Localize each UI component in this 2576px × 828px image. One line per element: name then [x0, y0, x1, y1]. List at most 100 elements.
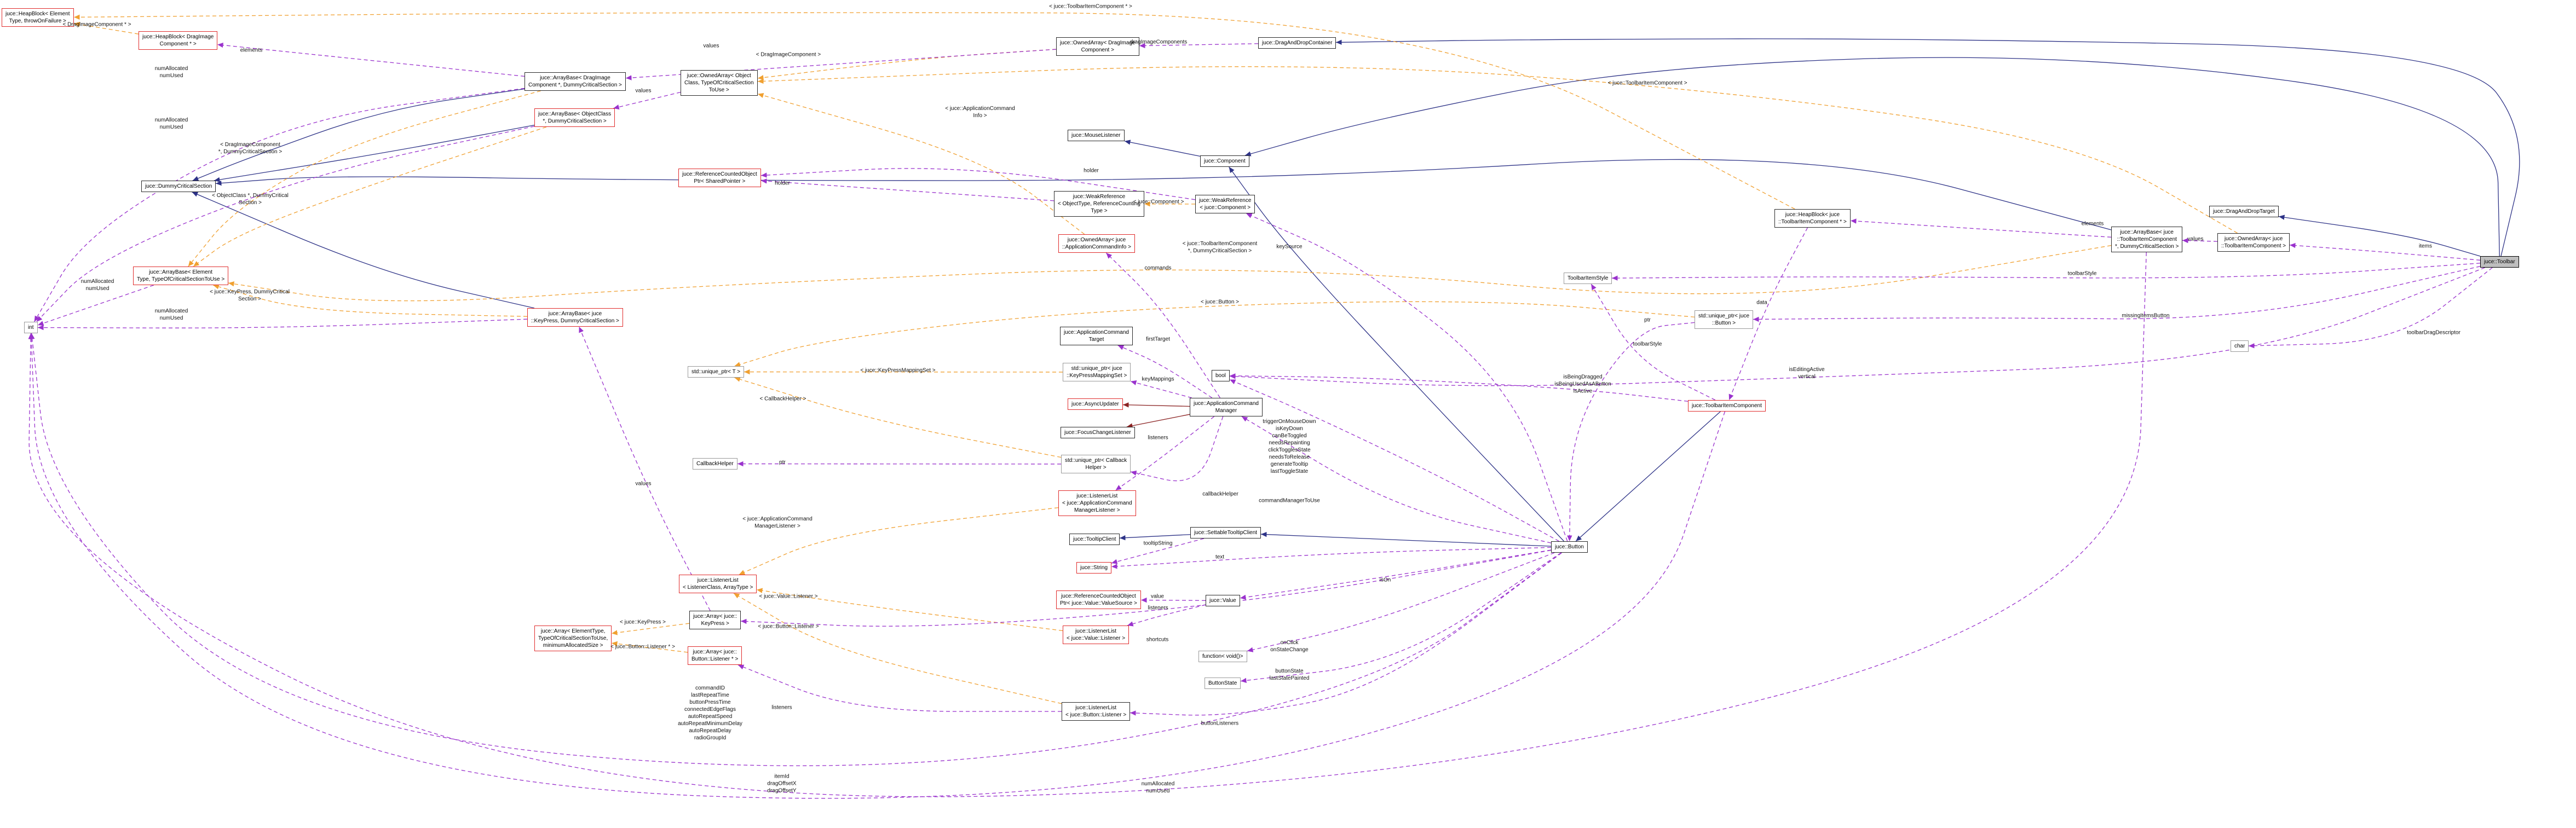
- edge-template-up_button-up_t: [734, 301, 1695, 367]
- class-node-appcmdmgr[interactable]: juce::ApplicationCommand Manager: [1190, 398, 1263, 416]
- class-node-array_bl[interactable]: juce::Array< juce:: Button::Listener * >: [688, 646, 742, 665]
- edge-private-appcmdmgr-focuschange: [1126, 414, 1190, 429]
- edge-usage-appcmdmgr-appcmdtarget: [1117, 345, 1213, 398]
- class-node-rcop_shared[interactable]: juce::ReferenceCountedObject Ptr< Shared…: [678, 169, 761, 187]
- edge-usage-toolbar-char_box: [2248, 267, 2493, 349]
- edge-label-wr_comp-rcop_shared: holder: [1084, 167, 1099, 174]
- edge-usage-value_box-rcop_vs: [1140, 597, 1206, 603]
- edge-label-dadc-oa_dragimg: dragImageComponents: [1129, 39, 1188, 45]
- class-node-oa_tbitem[interactable]: juce::OwnedArray< juce ::ToolbarItemComp…: [2217, 233, 2290, 252]
- edge-usage-ab_tbitem-int_box: [28, 252, 2147, 797]
- class-node-oa_dragimg[interactable]: juce::OwnedArray< DragImage Component >: [1056, 37, 1139, 56]
- class-node-dadt[interactable]: juce::DragAndDropTarget: [2209, 206, 2279, 217]
- class-node-focuschange[interactable]: juce::FocusChangeListener: [1061, 427, 1135, 438]
- class-node-char_box[interactable]: char: [2231, 340, 2249, 352]
- class-node-oa_appcmdinfo[interactable]: juce::OwnedArray< juce ::ApplicationComm…: [1058, 234, 1135, 253]
- class-node-hb_tbitem[interactable]: juce::HeapBlock< juce ::ToolbarItemCompo…: [1774, 209, 1851, 228]
- edge-label-toolbar-up_button: missingItemsButton: [2122, 312, 2170, 319]
- edge-template-oa_tbitem-oa_obj: [757, 66, 2238, 234]
- edge-label-button-wr_comp: keySource: [1276, 244, 1303, 250]
- class-node-tbitemcomp[interactable]: juce::ToolbarItemComponent: [1688, 400, 1766, 412]
- edge-label-up_button-up_t: < juce::Button >: [1200, 299, 1240, 305]
- edge-label-ab_tbitem-ab_elem: < juce::ToolbarItemComponent *, DummyCri…: [1182, 241, 1258, 254]
- edge-usage-button-wr_comp: [1246, 213, 1568, 542]
- edge-label-ab_tbitem-hb_tbitem: elements: [2081, 221, 2104, 227]
- edge-template-ll_bl-ll_generic: [733, 593, 1062, 704]
- class-node-array_elemtype[interactable]: juce::Array< ElementType, TypeOfCritical…: [534, 626, 612, 651]
- class-node-up_kpms[interactable]: std::unique_ptr< juce ::KeyPressMappingS…: [1063, 363, 1131, 381]
- edge-label-ll_acml-ll_generic: < juce::ApplicationCommand ManagerListen…: [742, 516, 812, 529]
- edge-label-value_box-ll_vl: listeners: [1148, 605, 1168, 611]
- class-node-button[interactable]: juce::Button: [1551, 541, 1588, 553]
- class-node-bool_box[interactable]: bool: [1212, 370, 1230, 381]
- edge-label-button-ll_bl: buttonListeners: [1201, 720, 1239, 727]
- edge-usage-tbitemcomp-int_box: [28, 333, 1726, 799]
- class-node-array_keypress[interactable]: juce::Array< juce:: KeyPress >: [689, 611, 741, 629]
- edge-usage-button-function_void: [1247, 552, 1555, 652]
- class-node-int_box[interactable]: int: [24, 322, 38, 333]
- class-node-ll_bl[interactable]: juce::ListenerList < juce::Button::Liste…: [1062, 702, 1131, 721]
- class-node-string_box[interactable]: juce::String: [1076, 562, 1112, 574]
- edge-label-button-array_keypress: shortcuts: [1146, 636, 1169, 643]
- edge-label-ab_obj-int_box: numAllocated numUsed: [154, 117, 188, 130]
- class-node-buttonstate[interactable]: ButtonState: [1205, 678, 1241, 689]
- class-node-settable[interactable]: juce::SettableTooltipClient: [1190, 527, 1261, 539]
- edge-usage-toolbar-up_button: [1753, 265, 2481, 322]
- class-node-ll_vl[interactable]: juce::ListenerList < juce::Value::Listen…: [1063, 626, 1129, 644]
- class-node-toolbar: juce::Toolbar: [2480, 256, 2519, 268]
- class-node-tooltipclient[interactable]: juce::TooltipClient: [1069, 534, 1120, 545]
- class-node-mouselistener[interactable]: juce::MouseListener: [1068, 130, 1125, 141]
- class-node-wr_comp[interactable]: juce::WeakReference < juce::Component >: [1195, 195, 1255, 213]
- edge-usage-appcmdmgr-ll_acml: [1115, 416, 1215, 491]
- class-node-hb_elem[interactable]: juce::HeapBlock< Element Type, throwOnFa…: [2, 8, 74, 27]
- edge-template-ab_obj-ab_elem: [193, 126, 547, 267]
- class-node-up_cbh[interactable]: std::unique_ptr< Callback Helper >: [1061, 455, 1131, 473]
- edge-template-hb_tbitem-hb_elem: [73, 12, 1795, 210]
- class-node-wr_generic[interactable]: juce::WeakReference < ObjectType, Refere…: [1054, 191, 1144, 217]
- edge-template-ab_keypress-ab_elem: [213, 284, 528, 317]
- class-node-ab_obj[interactable]: juce::ArrayBase< ObjectClass *, DummyCri…: [534, 108, 615, 127]
- class-node-dummycs[interactable]: juce::DummyCriticalSection: [141, 181, 216, 192]
- edge-label-value_box-rcop_vs: value: [1151, 593, 1164, 600]
- edge-label-appcmdmgr-up_kpms: keyMappings: [1142, 376, 1174, 383]
- class-node-hb_drag[interactable]: juce::HeapBlock< DragImage Component * >: [139, 31, 218, 50]
- class-node-ll_generic[interactable]: juce::ListenerList < ListenerClass, Arra…: [679, 575, 757, 593]
- class-node-component[interactable]: juce::Component: [1200, 155, 1249, 167]
- edge-label-up_button-button: ptr: [1644, 317, 1651, 323]
- class-node-ab_drag[interactable]: juce::ArrayBase< DragImage Component *, …: [525, 72, 626, 91]
- class-node-asyncupdater[interactable]: juce::AsyncUpdater: [1068, 398, 1123, 410]
- edge-usage-wr_comp-rcop_shared: [760, 168, 1196, 200]
- edge-label-ab_keypress-int_box: numAllocated numUsed: [154, 308, 188, 321]
- edge-label-tbitemcomp-int_box: itemId dragOffsetX dragOffsetY: [767, 773, 797, 794]
- class-node-dadc[interactable]: juce::DragAndDropContainer: [1258, 37, 1336, 49]
- edge-usage-button-int_box: [30, 333, 1562, 766]
- edge-label-button-string_box: text: [1215, 554, 1225, 560]
- class-node-function_void[interactable]: function< void()>: [1198, 651, 1247, 662]
- class-node-up_button[interactable]: std::unique_ptr< juce ::Button >: [1695, 310, 1754, 329]
- class-node-up_t[interactable]: std::unique_ptr< T >: [688, 366, 745, 378]
- edge-private-appcmdmgr-asyncupdater: [1122, 402, 1190, 408]
- edge-label-wr_comp-wr_generic: < juce::Component >: [1133, 199, 1184, 205]
- class-node-callbackhelper[interactable]: CallbackHelper: [693, 458, 737, 470]
- edge-usage-oa_obj-ab_obj: [613, 91, 681, 110]
- class-node-ab_keypress[interactable]: juce::ArrayBase< juce ::KeyPress, DummyC…: [527, 308, 623, 327]
- class-node-appcmdtarget[interactable]: juce::ApplicationCommand Target: [1060, 327, 1133, 345]
- edge-usage-appcmdmgr-oa_appcmdinfo: [1105, 252, 1221, 398]
- edge-template-ll_acml-ll_generic: [739, 507, 1059, 575]
- edge-label-appcmdmgr-appcmdtarget: firstTarget: [1146, 336, 1170, 343]
- edge-usage-appcmdmgr-up_cbh: [1130, 416, 1224, 482]
- class-node-ab_elem[interactable]: juce::ArrayBase< Element Type, TypeOfCri…: [133, 267, 229, 285]
- class-node-ll_acml[interactable]: juce::ListenerList < juce::ApplicationCo…: [1058, 490, 1136, 516]
- class-node-toolbaritemstyle[interactable]: ToolbarItemStyle: [1564, 273, 1612, 284]
- edge-label-array_bl-array_elemtype: < juce::Button::Listener * >: [610, 644, 675, 650]
- class-node-ab_tbitem[interactable]: juce::ArrayBase< juce ::ToolbarItemCompo…: [2111, 227, 2183, 252]
- edge-label-hb_tbitem-hb_elem: < juce::ToolbarItemComponent * >: [1049, 3, 1132, 10]
- class-node-oa_obj[interactable]: juce::OwnedArray< Object Class, TypeOfCr…: [681, 70, 758, 96]
- edge-label-hb_tbitem-tbitemcomp: data: [1756, 299, 1767, 306]
- class-node-rcop_vs[interactable]: juce::ReferenceCountedObject Ptr< juce::…: [1056, 590, 1141, 609]
- edge-label-wr_generic-rcop_shared: holder: [775, 180, 790, 187]
- class-node-value_box[interactable]: juce::Value: [1206, 595, 1240, 606]
- edge-usage-ab_elem-int_box: [37, 285, 154, 326]
- edge-usage-oa_tbitem-ab_tbitem: [2182, 238, 2218, 244]
